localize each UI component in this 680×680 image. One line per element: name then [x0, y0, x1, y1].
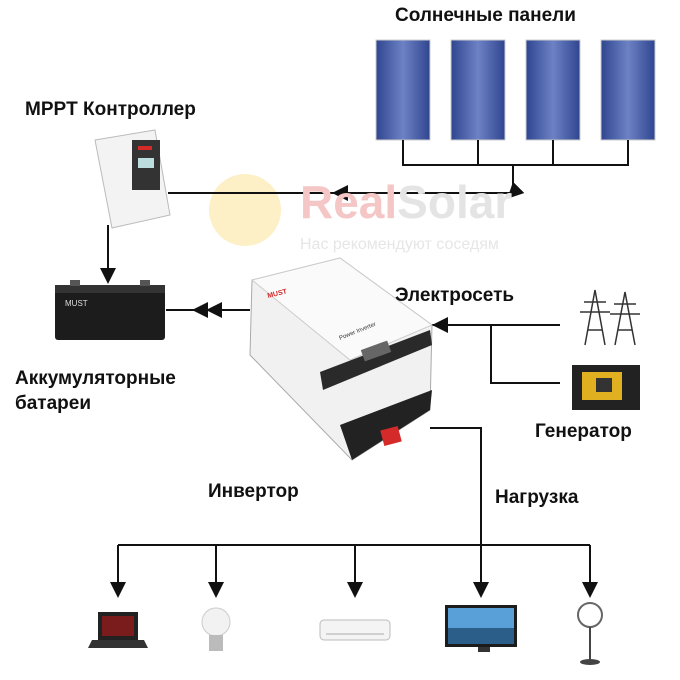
- air-conditioner-icon: [319, 619, 391, 641]
- solar-panels: [375, 39, 656, 141]
- battery-device: MUST: [55, 280, 165, 340]
- fan-icon: [577, 602, 603, 665]
- label-inverter: Инвертор: [208, 481, 299, 502]
- wiring: [100, 140, 629, 598]
- label-mppt-controller: MPPT Контроллер: [25, 99, 196, 120]
- watermark-brand-gray: Solar: [397, 176, 513, 228]
- light-bulb-icon: [201, 607, 231, 651]
- mppt-controller-device: [94, 129, 171, 229]
- inverter-brand: MUST: [267, 288, 289, 300]
- inverter-device: MUST Power Inverter: [249, 257, 434, 461]
- label-batteries-line2: батареи: [15, 393, 92, 414]
- label-grid: Электросеть: [395, 285, 515, 306]
- watermark-brand-red: Real: [300, 176, 398, 228]
- watermark-logo: RealSolar: [300, 175, 512, 229]
- generator-icon: [572, 365, 640, 410]
- watermark-sun-icon: [209, 174, 281, 246]
- label-batteries-line1: Аккумуляторные: [15, 368, 176, 389]
- laptop-icon: [88, 612, 148, 648]
- tv-icon: [445, 605, 517, 652]
- label-load: Нагрузка: [495, 487, 579, 508]
- watermark-tagline: Нас рекомендуют соседям: [300, 236, 499, 253]
- battery-brand: MUST: [65, 299, 88, 308]
- power-tower-icon: [580, 289, 640, 346]
- label-generator: Генератор: [535, 421, 632, 442]
- label-solar-panels: Солнечные панели: [395, 5, 576, 26]
